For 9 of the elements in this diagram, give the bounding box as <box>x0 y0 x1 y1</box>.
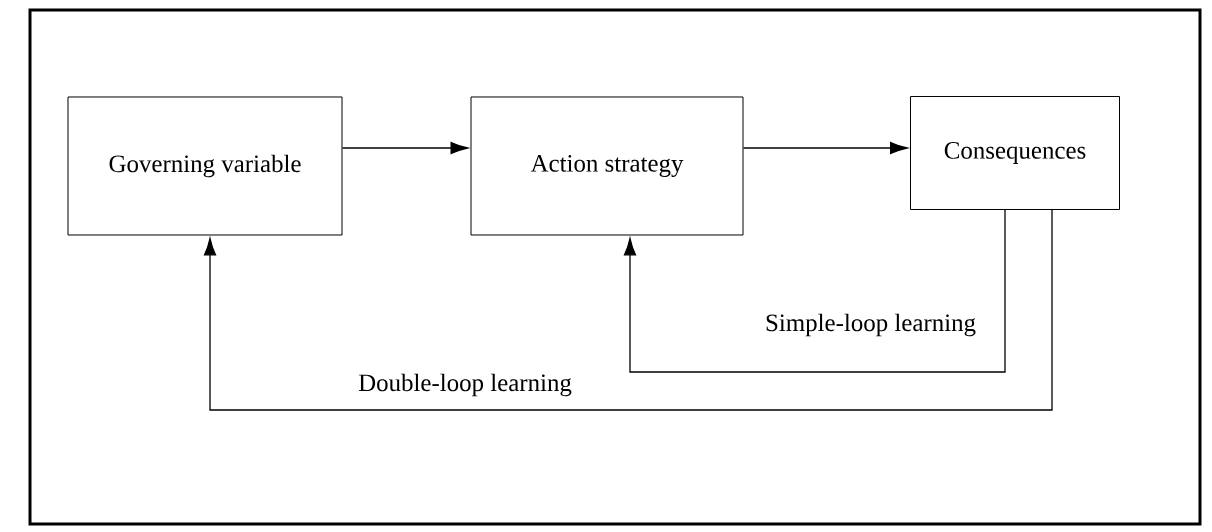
process-box: Action strategy <box>470 96 744 236</box>
feedback-arrow <box>203 209 1053 411</box>
edge-label: Simple-loop learning <box>766 313 976 337</box>
edge-label: Double-loop learning <box>358 373 572 397</box>
arrow <box>341 141 469 155</box>
process-box: Consequences <box>910 96 1120 210</box>
process-box: Governing variable <box>67 96 343 236</box>
feedback-arrow <box>623 209 1006 373</box>
arrow <box>742 141 908 155</box>
